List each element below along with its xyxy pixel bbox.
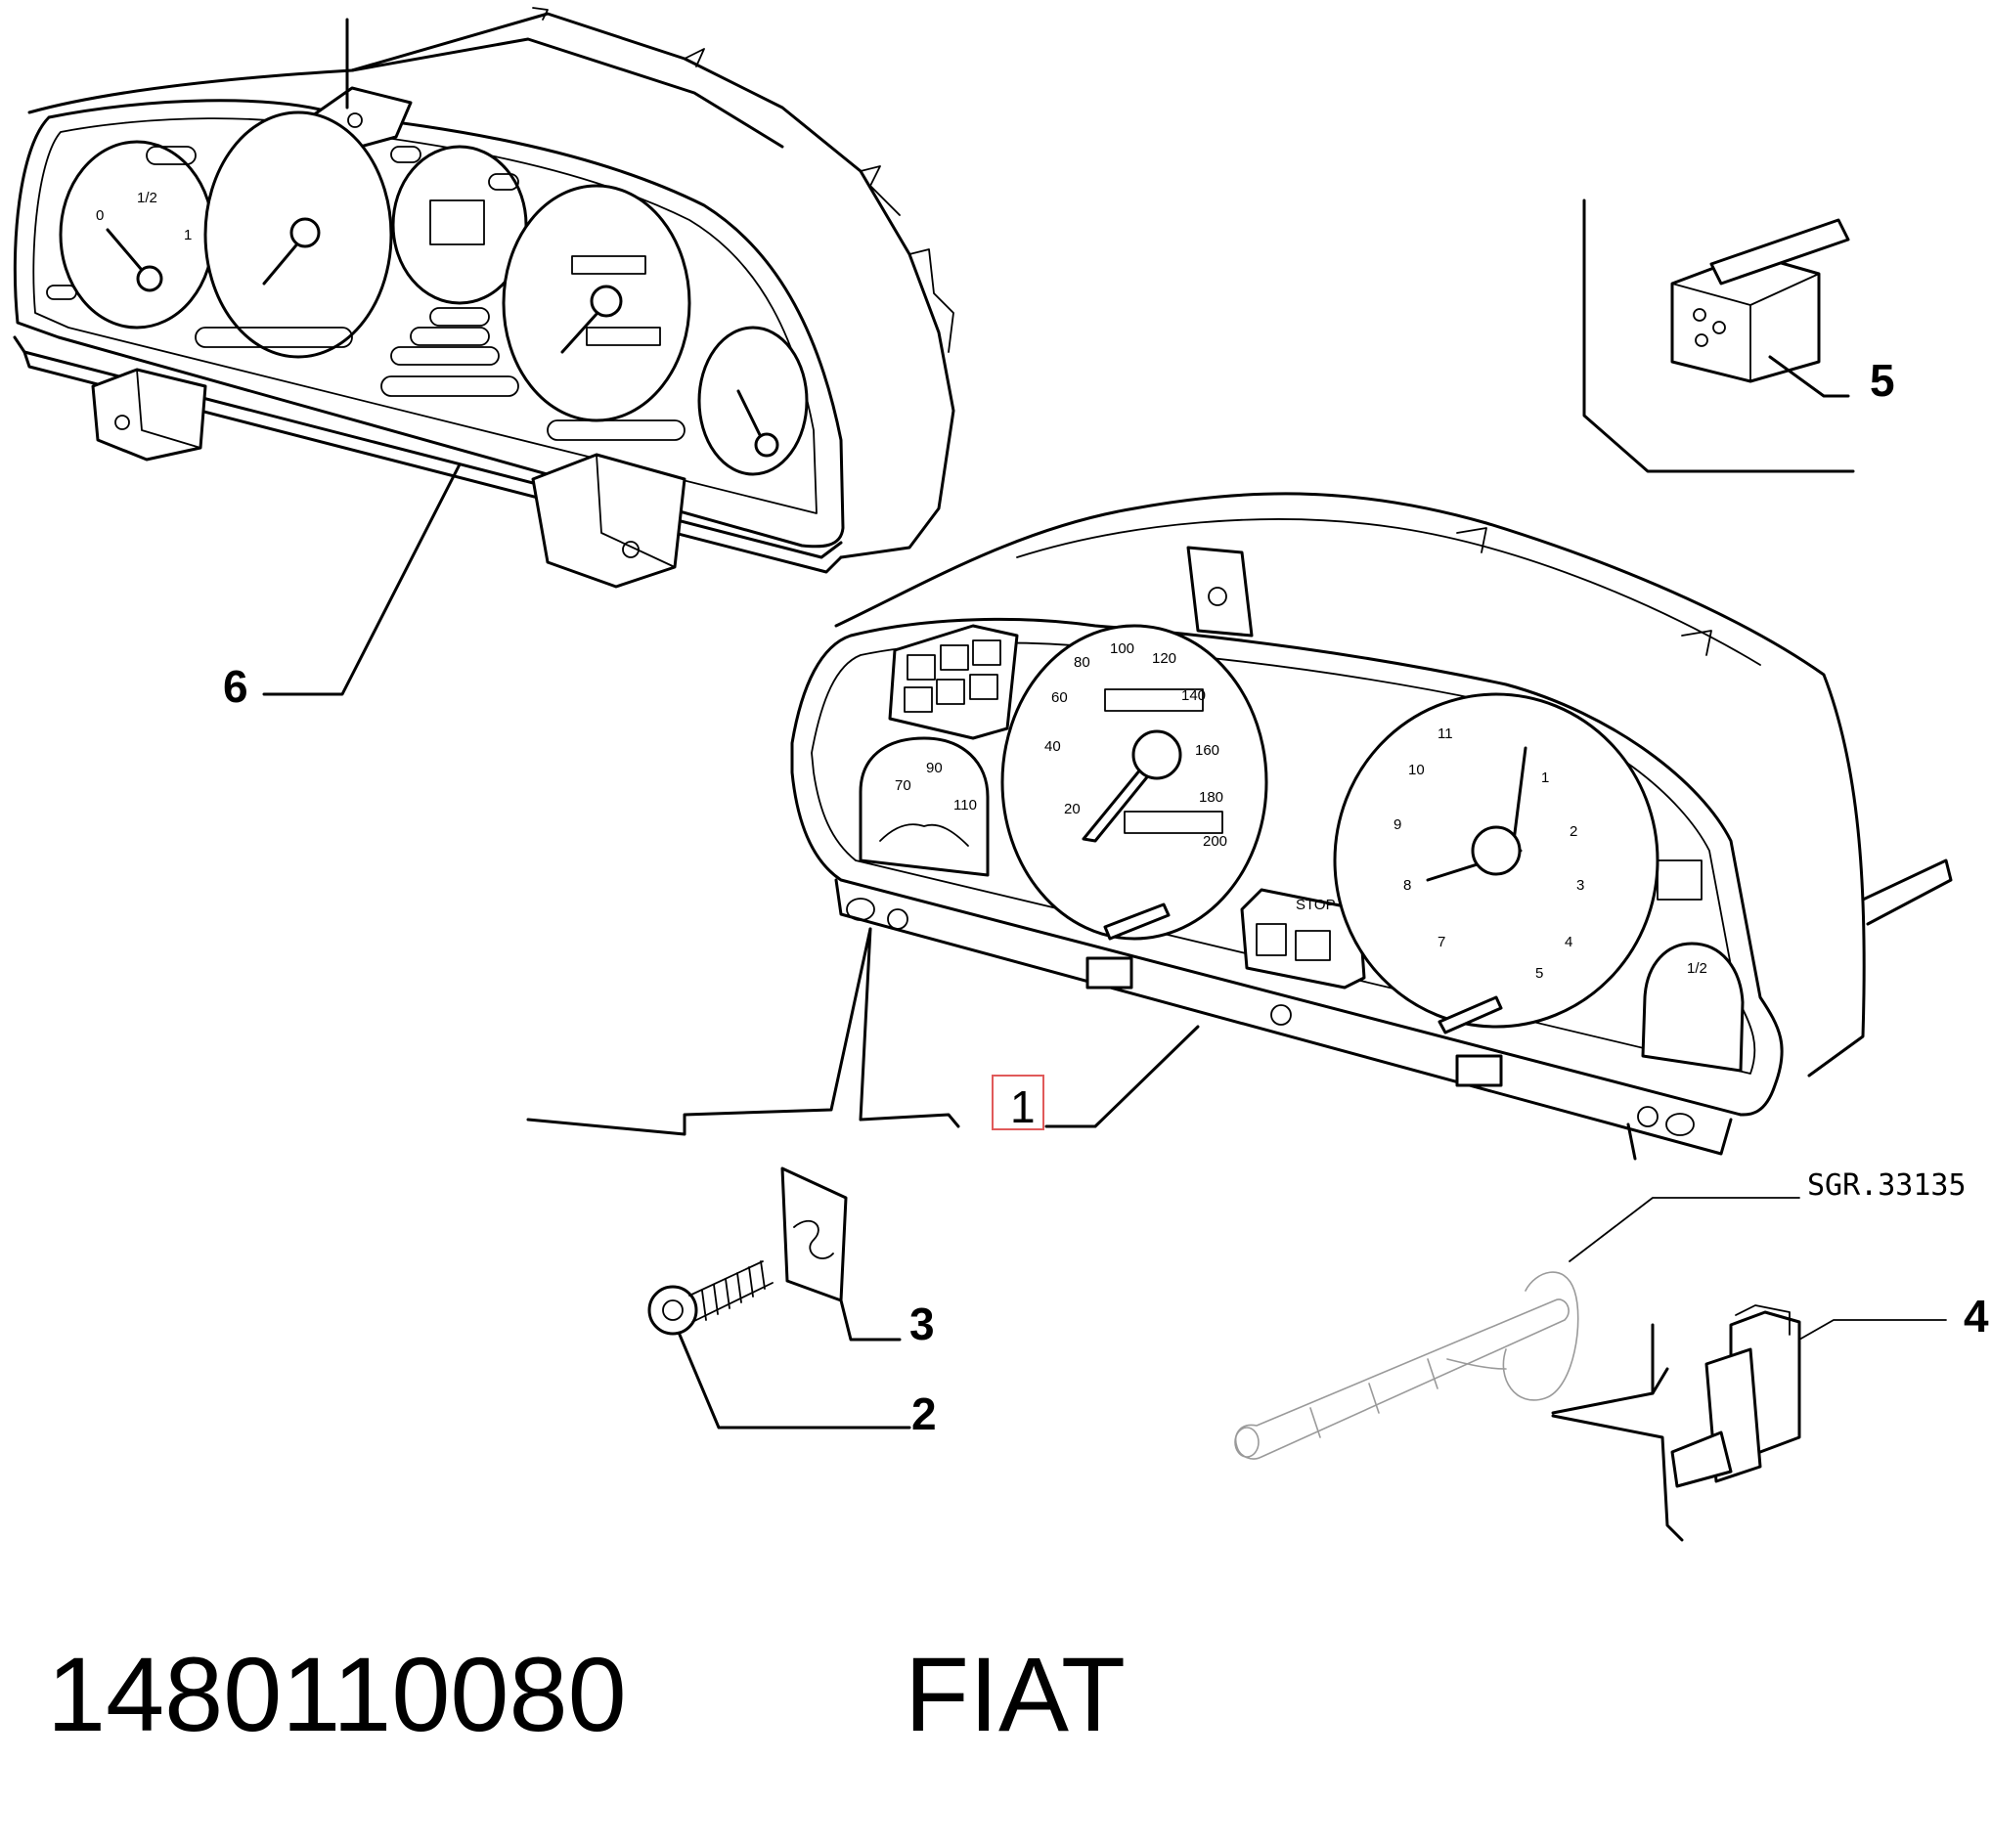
callout-4: 4 — [1964, 1291, 1989, 1342]
speedometer: 20 40 60 80 100 120 140 160 180 200 — [1000, 624, 1268, 941]
relay-part — [1582, 198, 1855, 473]
temp-low: 70 — [895, 777, 911, 794]
callout-2: 2 — [911, 1388, 937, 1439]
speed-160: 160 — [1195, 742, 1219, 759]
rpm-3: 3 — [1576, 877, 1584, 894]
callout-5: 5 — [1870, 355, 1895, 406]
fuel-small-half: 1/2 — [1687, 960, 1707, 977]
tachometer: 1 2 3 4 5 7 8 9 10 11 — [1333, 692, 1659, 1034]
speed-140: 140 — [1181, 687, 1206, 704]
screw-part — [647, 1260, 911, 1430]
clip-nut-part — [780, 1166, 902, 1342]
rpm-5: 5 — [1535, 965, 1543, 982]
speed-120: 120 — [1152, 650, 1176, 667]
rpm-8: 8 — [1403, 877, 1411, 894]
warning-light-panel — [888, 624, 1019, 740]
rpm-9: 9 — [1394, 816, 1401, 833]
speed-80: 80 — [1074, 654, 1090, 671]
rpm-10: 10 — [1408, 762, 1425, 778]
speed-180: 180 — [1199, 789, 1223, 806]
temperature-gauge: 70 90 110 — [859, 736, 990, 877]
stop-indicator-panel: STOP — [1240, 888, 1366, 990]
speed-200: 200 — [1203, 833, 1227, 850]
reference-code: SGR.33135 — [1807, 1168, 1967, 1203]
stop-label: STOP — [1296, 897, 1336, 913]
callout-6: 6 — [223, 661, 248, 712]
callout-1: 1 — [1010, 1081, 1036, 1132]
fuel-gauge-full: 1 — [184, 227, 192, 243]
fuel-gauge-small: 1/2 — [1641, 942, 1745, 1073]
callout-1-highlight — [992, 1075, 1044, 1130]
rpm-1: 1 — [1541, 770, 1549, 786]
temp-high: 110 — [953, 797, 977, 814]
speed-100: 100 — [1110, 640, 1134, 657]
instrument-cluster-rear-view: 1/2 0 1 — [13, 7, 955, 696]
rpm-2: 2 — [1570, 823, 1577, 840]
part-number: 1480110080 — [47, 1635, 627, 1753]
speed-20: 20 — [1064, 801, 1081, 817]
rpm-4: 4 — [1565, 934, 1572, 950]
speed-60: 60 — [1051, 689, 1068, 706]
callout-3: 3 — [909, 1298, 935, 1349]
brand-name: FIAT — [905, 1635, 1126, 1753]
temp-mid: 90 — [926, 760, 943, 776]
rpm-7: 7 — [1438, 934, 1445, 950]
fuel-gauge-zero: 0 — [96, 207, 104, 224]
speed-40: 40 — [1044, 738, 1061, 755]
fuel-gauge-half: 1/2 — [137, 190, 157, 206]
instrument-cluster-front-view: 70 90 110 20 40 60 80 100 120 140 160 18… — [526, 492, 1953, 1161]
rpm-11: 11 — [1438, 726, 1453, 742]
handbrake-switch-part — [1234, 1197, 1947, 1542]
